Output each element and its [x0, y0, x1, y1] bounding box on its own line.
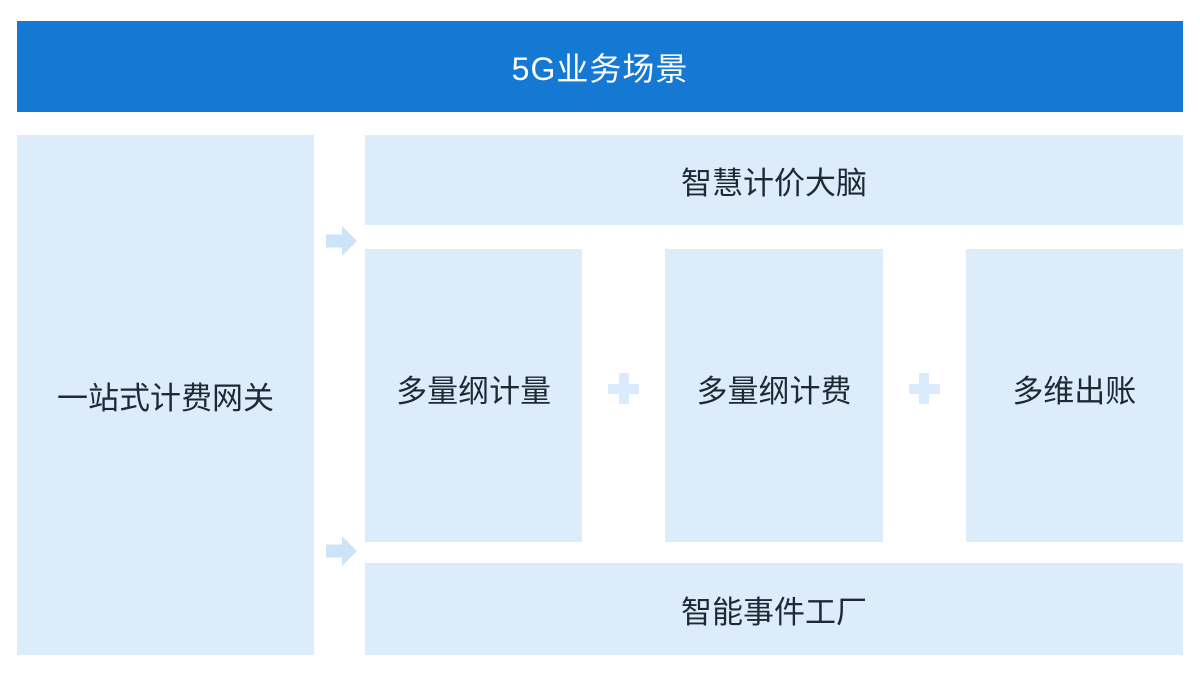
plus-icon — [608, 373, 640, 404]
plus-icon — [908, 373, 940, 404]
box-multi-dimension-metering: 多量纲计量 — [365, 249, 583, 542]
banner-title: 5G业务场景 — [511, 50, 689, 87]
plus-separator — [582, 249, 665, 542]
box-multi-dimension-billing: 多量纲计费 — [665, 249, 883, 542]
middle-box-label: 多量纲计量 — [396, 374, 552, 409]
bottom-bar-label: 智能事件工厂 — [681, 594, 867, 630]
left-panel-label: 一站式计费网关 — [57, 380, 274, 416]
top-bar-label: 智慧计价大脑 — [681, 165, 867, 201]
box-multi-dimension-invoicing: 多维出账 — [965, 249, 1183, 542]
middle-box-label: 多维出账 — [1012, 374, 1137, 409]
bar-smart-pricing-brain: 智慧计价大脑 — [365, 135, 1183, 225]
arrow-right-icon — [326, 226, 357, 256]
right-panel-group: 智慧计价大脑 多量纲计量 多量纲计费 多维出账 智能事件工厂 — [365, 135, 1183, 655]
plus-separator — [883, 249, 966, 542]
title-banner: 5G业务场景 — [17, 21, 1183, 112]
middle-row: 多量纲计量 多量纲计费 多维出账 — [365, 249, 1183, 542]
arrow-right-icon — [326, 536, 357, 566]
middle-box-label: 多量纲计费 — [696, 374, 852, 409]
box-one-stop-billing-gateway: 一站式计费网关 — [17, 135, 314, 655]
bar-intelligent-event-factory: 智能事件工厂 — [365, 563, 1183, 655]
